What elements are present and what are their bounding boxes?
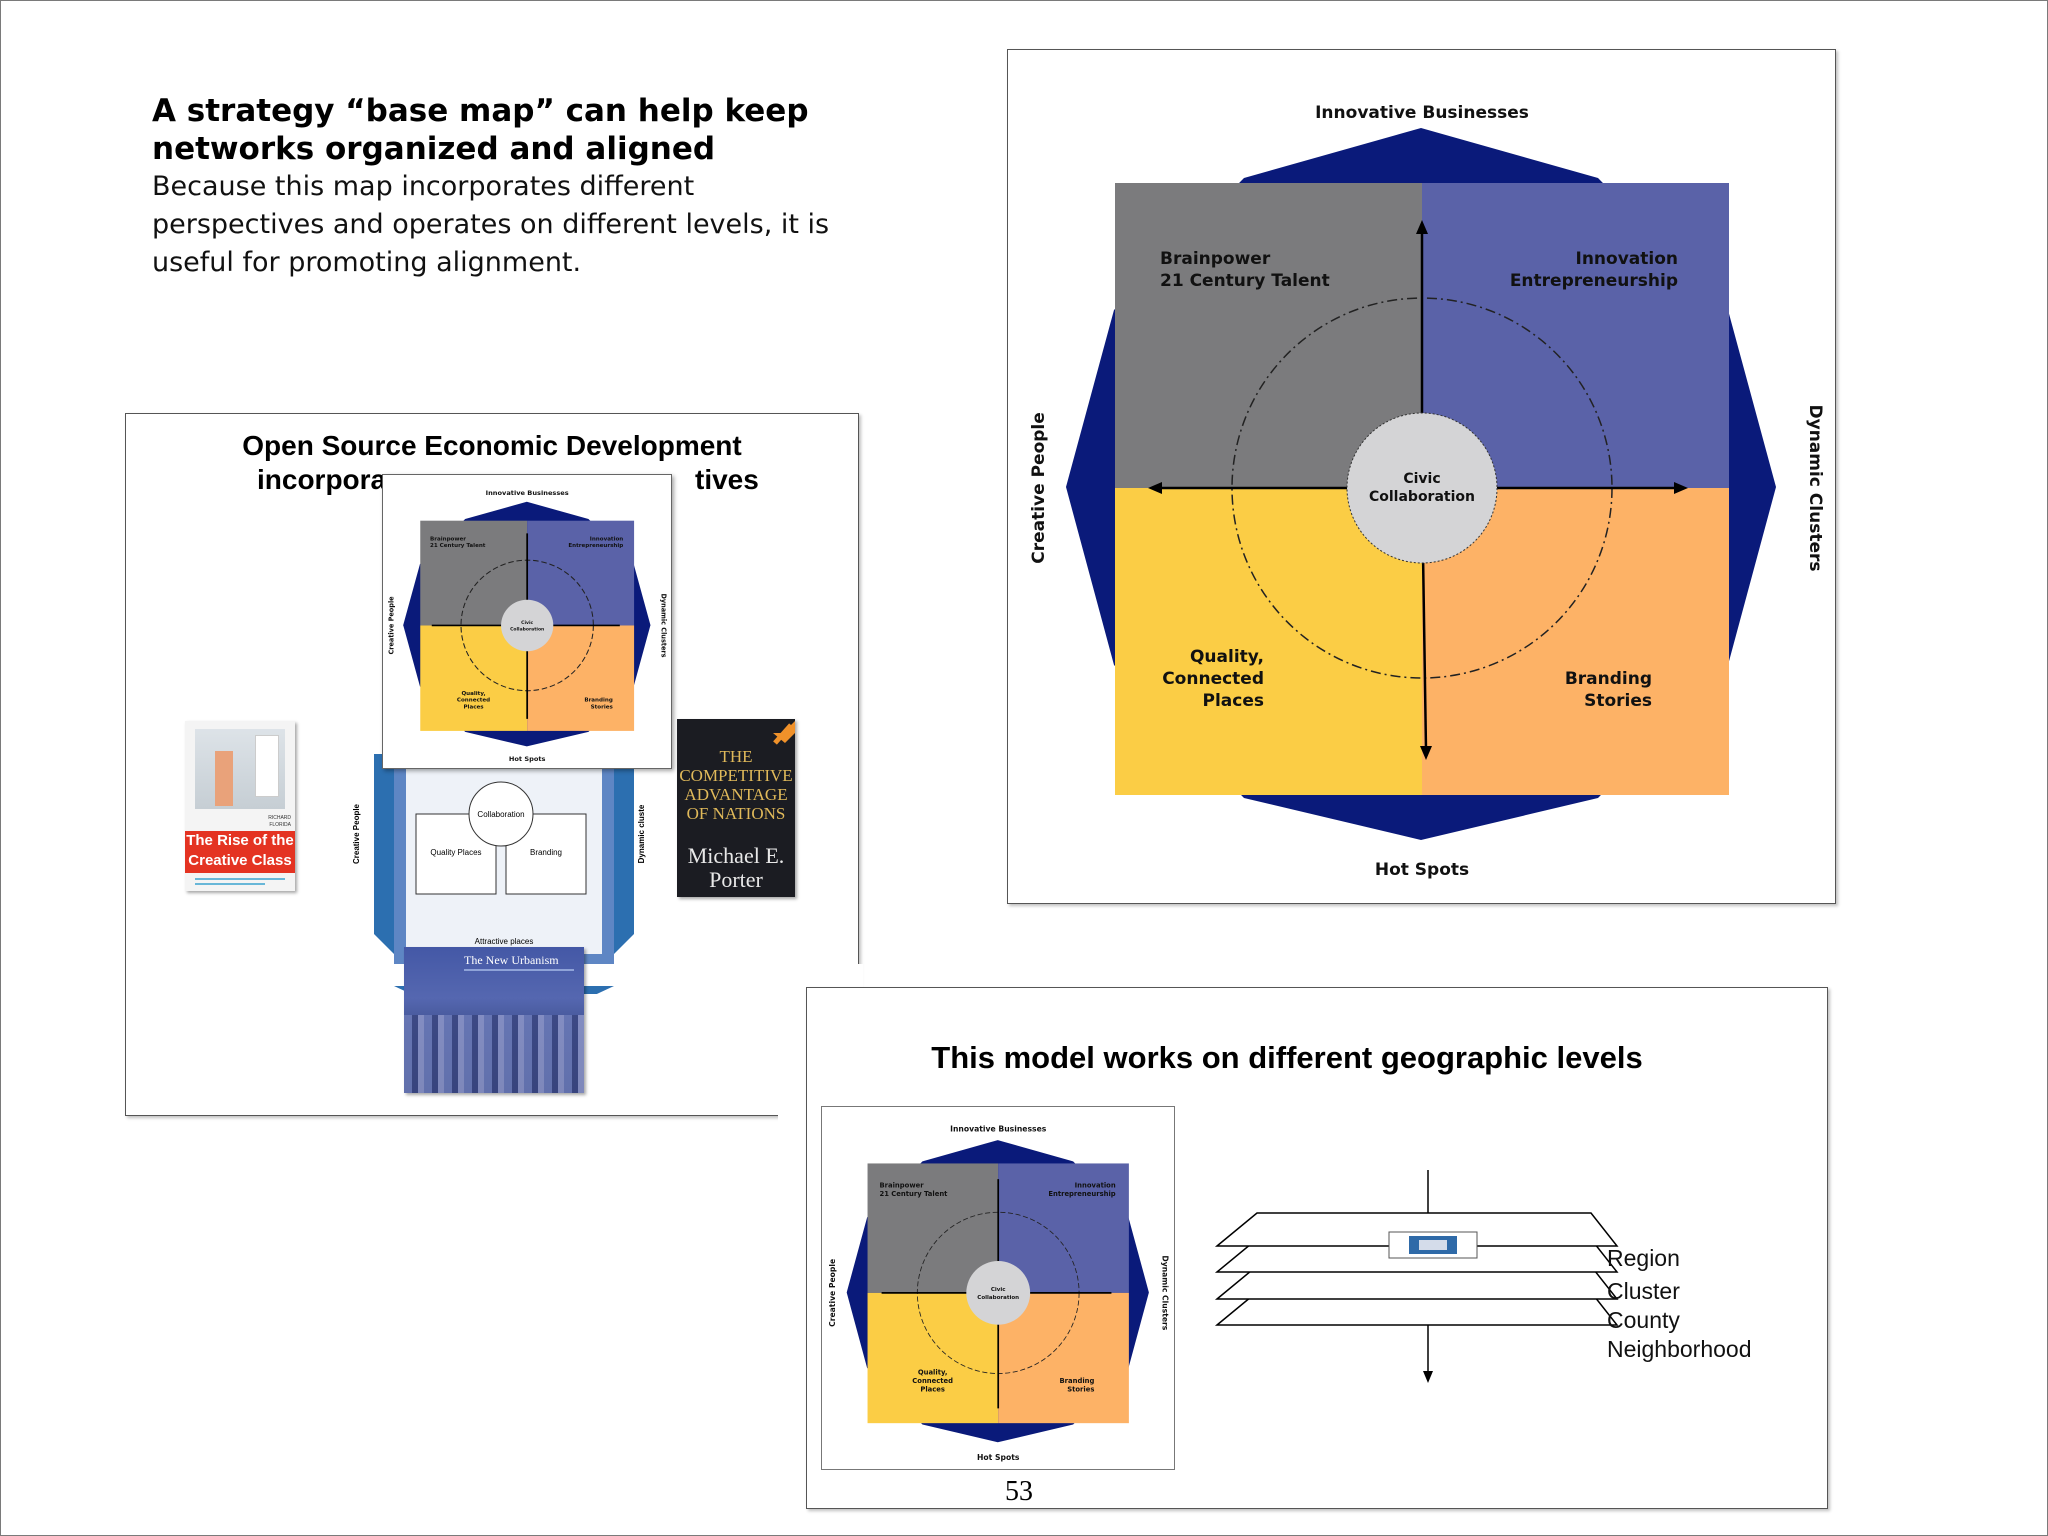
geo-axis-label: Innovative Businesses [950,1125,1047,1134]
book2-title: ADVANTAGE [684,785,788,804]
quadrant-label: 21 Century Talent [1160,271,1330,291]
geo-quadrant-label: Connected [912,1377,953,1385]
geo-quadrant-label: Places [920,1385,945,1393]
mini-center-label: Civic [521,620,533,626]
underlying-label: Branding [530,848,562,857]
mini-axis-label: Creative People [387,596,395,655]
level-label-county: County [1607,1307,1680,1333]
book1-title: Creative Class [188,852,292,869]
rise-of-creative-class-cover: RICHARD FLORIDA The Rise of the Creative… [185,721,295,891]
slide-heading-block: A strategy “base map” can help keep netw… [152,92,872,282]
mini-quadrant-label: Places [463,705,484,711]
geo-quadrant-label: Stories [1067,1385,1094,1393]
page-number: 53 [1005,1476,1033,1507]
book2-author: Michael E. [687,843,785,868]
mini-quadrant-label: Innovation [590,536,624,542]
axis-top-label: Innovative Businesses [1315,103,1529,123]
geo-axis-label: Dynamic Clusters [1161,1255,1170,1330]
geo-center-label: Collaboration [977,1295,1019,1301]
axis-left-label: Creative People [1029,412,1049,564]
geo-axis-label: Hot Spots [977,1453,1020,1462]
geo-panel-title: This model works on different geographic… [931,1040,1643,1075]
attractive-places-label: Attractive places [474,937,534,946]
mini-quadrant-label: Connected [457,698,490,704]
base-map-diagram: Innovative Businesses Hot Spots Creative… [1029,103,1825,880]
geo-quadrant-label: Brainpower [879,1182,924,1190]
mini-quadrant-label: Quality, [461,691,485,697]
geo-center-label: Civic [991,1287,1006,1293]
quadrant-label: Connected [1162,669,1264,689]
underlying-diagram: Collaboration Quality Places Branding Cr… [352,754,646,994]
quadrant-label: Stories [1584,691,1652,711]
quadrant-label: Entrepreneurship [1510,271,1678,291]
axis-right-label: Dynamic Clusters [1805,405,1825,572]
book2-title: OF NATIONS [686,804,786,823]
open-source-title-line2-right: tives [695,464,759,495]
open-source-panel: Open Source Economic Development incorpo… [125,413,863,1124]
mini-axis-label: Dynamic Clusters [660,593,668,657]
quadrant-label: Quality, [1190,647,1264,667]
slide-heading: A strategy “base map” can help keep netw… [152,93,809,167]
level-label-region: Region [1607,1245,1680,1271]
small-base-map: Innovative Businesses Hot Spots Creative… [382,474,672,769]
underlying-label: Collaboration [477,810,524,819]
geo-quadrant-label: Entrepreneurship [1048,1190,1115,1198]
mini-quadrant-label: Branding [584,698,613,704]
civic-collaboration-circle [1346,412,1498,564]
geo-levels-panel: This model works on different geographic… [806,987,1828,1509]
quadrant-label: Innovation [1576,249,1679,269]
competitive-advantage-cover: THE COMPETITIVE ADVANTAGE OF NATIONS Mic… [677,719,795,897]
quadrant-label: Branding [1565,669,1652,689]
book3-title: The New Urbanism [464,953,559,967]
quadrant-label: Places [1203,691,1264,711]
geo-quadrant-label: 21 Century Talent [879,1190,948,1198]
slide-body-text: Because this map incorporates different … [152,171,830,278]
book2-author: Porter [709,867,763,892]
book2-title: THE [719,747,753,766]
mini-axis-label: Innovative Businesses [486,489,569,497]
level-label-neighborhood: Neighborhood [1607,1336,1752,1362]
geographic-layers-diagram [1214,1170,1619,1383]
geo-quadrant-label: Quality, [918,1368,948,1376]
mini-axis-label: Hot Spots [509,755,546,763]
geo-axis-label: Creative People [828,1259,837,1327]
book2-title: COMPETITIVE [679,766,793,785]
axis-bottom-label: Hot Spots [1375,860,1469,880]
open-source-title-line1: Open Source Economic Development [242,430,742,461]
level-label-cluster: Cluster [1607,1278,1680,1304]
quadrant-label: Brainpower [1160,249,1271,269]
center-label: Civic [1403,471,1440,487]
mini-quadrant-label: Entrepreneurship [568,543,623,549]
mini-quadrant-label: Brainpower [430,536,466,542]
underlying-label: Dynamic cluste [637,804,646,863]
book1-title: The Rise of the [186,832,294,849]
book1-author: RICHARD FLORIDA [268,815,291,828]
mini-center-label: Collaboration [510,626,544,632]
underlying-label: Quality Places [430,848,481,857]
new-urbanism-cover: The New Urbanism [404,947,584,1093]
geo-mini-base-map: Innovative Businesses Hot Spots Creative… [821,1106,1175,1470]
underlying-label: Creative People [352,803,361,864]
geo-quadrant-label: Innovation [1075,1182,1116,1190]
base-map-panel: Innovative Businesses Hot Spots Creative… [1007,49,1836,904]
mini-quadrant-label: Stories [591,705,614,711]
open-source-title-line2-left: incorpora [257,464,387,495]
mini-quadrant-label: 21 Century Talent [430,543,486,549]
center-label: Collaboration [1369,489,1475,505]
geo-quadrant-label: Branding [1059,1377,1094,1385]
